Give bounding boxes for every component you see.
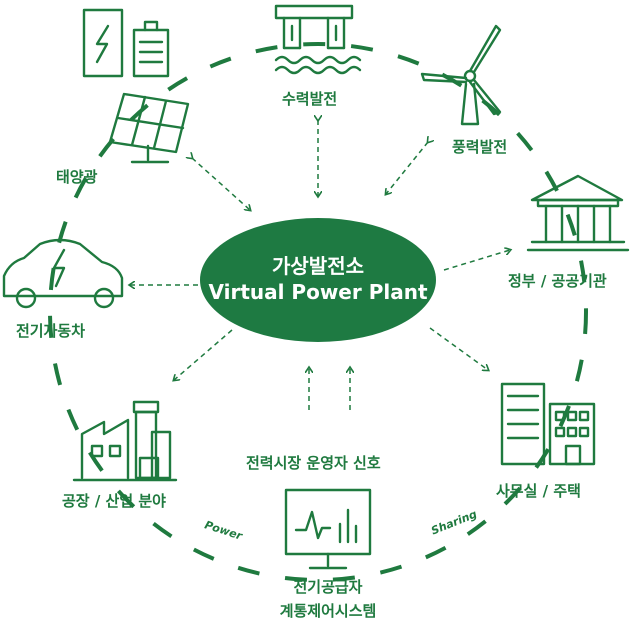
factory-icon xyxy=(72,400,178,482)
label-office: 사무실 / 주택 xyxy=(496,482,581,500)
label-solar: 태양광 xyxy=(56,168,98,186)
battery-icon xyxy=(82,8,170,78)
label-ev: 전기자동차 xyxy=(16,322,86,340)
label-factory: 공장 / 산업 분야 xyxy=(62,492,166,510)
solar-panel-icon xyxy=(108,92,190,164)
monitor-icon xyxy=(284,488,372,570)
arrow-office xyxy=(429,327,488,370)
office-building-icon xyxy=(500,382,596,466)
outer-ring xyxy=(48,42,588,582)
arrows xyxy=(130,120,510,410)
hydro-dam-icon xyxy=(274,4,362,75)
center-title-ko: 가상발전소 xyxy=(272,254,364,278)
center-title-en: Virtual Power Plant xyxy=(208,280,428,304)
arrow-wind xyxy=(386,142,428,194)
center-ellipse xyxy=(200,218,436,342)
wind-turbine-icon xyxy=(420,24,502,126)
arrow-solar xyxy=(192,158,250,210)
label-wind: 풍력발전 xyxy=(452,138,508,156)
arrow-government xyxy=(443,250,510,271)
electric-car-icon xyxy=(2,238,124,309)
government-building-icon xyxy=(526,174,630,252)
label-grid-line2: 계통제어시스템 xyxy=(279,602,377,620)
label-grid-line1: 전기공급자 xyxy=(293,578,363,596)
label-signal: 전력시장 운영자 신호 xyxy=(246,454,381,472)
label-government: 정부 / 공공기관 xyxy=(508,272,607,290)
arrow-factory xyxy=(174,329,233,380)
label-hydro: 수력발전 xyxy=(282,90,338,108)
